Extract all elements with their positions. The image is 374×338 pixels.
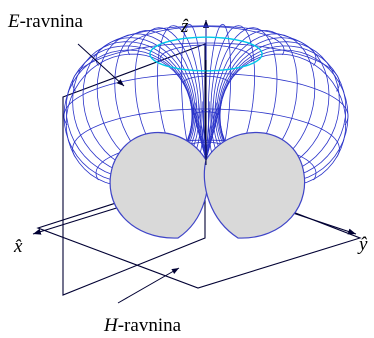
cutaway-lobes (109, 131, 306, 239)
funnel-line (205, 101, 214, 161)
e-plane-label-letter: E (7, 11, 20, 32)
funnel-line (198, 101, 207, 161)
mesh-parallel (159, 44, 253, 62)
funnel-line (192, 103, 207, 161)
mesh-parallel (72, 42, 340, 92)
funnel-line (205, 101, 211, 161)
mesh-parallel (95, 139, 317, 181)
funnel-line (195, 102, 207, 161)
mesh-parallel (95, 25, 317, 66)
axis-label-z: ẑ (180, 16, 189, 37)
mesh-parallel (182, 75, 229, 85)
axis-label-x: x̂ (13, 236, 23, 257)
h-plane-label-suffix: -ravnina (118, 315, 182, 336)
h-plane-label: H-ravnina (103, 315, 182, 336)
funnel-line (205, 104, 221, 161)
e-plane-label: E-ravnina (7, 11, 83, 32)
h-plane-label-letter: H (103, 315, 119, 336)
left-cutaway-lobe (109, 132, 209, 239)
top-highlight-ring (149, 36, 263, 72)
funnel-line (201, 101, 207, 161)
mesh-parallel (127, 26, 285, 56)
axis-label-y: ŷ (357, 234, 368, 255)
e-plane-callout-arrow (77, 43, 125, 87)
right-cutaway-lobe (203, 131, 306, 239)
e-plane-label-suffix: -ravnina (20, 11, 84, 32)
mesh-parallel (63, 72, 349, 126)
h-plane-callout-arrow (117, 267, 180, 304)
funnel-line (205, 102, 217, 161)
